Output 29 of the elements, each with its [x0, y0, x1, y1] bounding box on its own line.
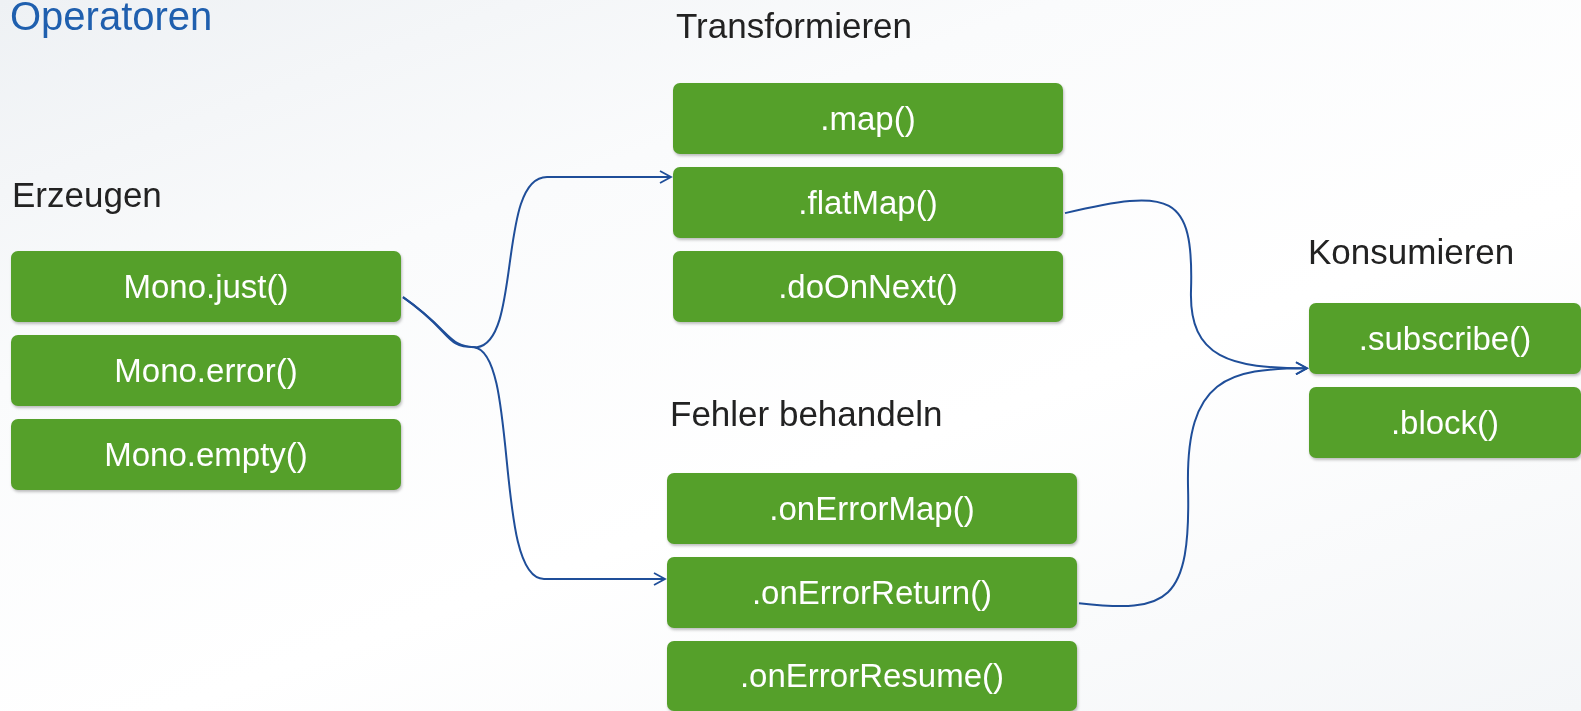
operator-name: Mono.just()	[123, 267, 289, 306]
operator-box	[11, 419, 401, 490]
group-heading: Transformieren	[676, 6, 912, 46]
operator-box	[673, 251, 1063, 322]
operator-box	[667, 557, 1077, 628]
group-heading: Fehler behandeln	[670, 394, 943, 434]
operator-box	[673, 83, 1063, 154]
operator-name: .block()	[1390, 403, 1500, 442]
curved-arrow	[402, 296, 666, 586]
operator-name: .onErrorMap()	[769, 489, 975, 528]
operator-name: Mono.empty()	[104, 435, 308, 474]
operator-box	[667, 641, 1077, 711]
operator-name: .onErrorResume()	[739, 657, 1005, 695]
operator-name: Mono.error()	[114, 351, 298, 390]
group-heading: Erzeugen	[12, 175, 162, 215]
operator-name: .map()	[820, 99, 916, 138]
operator-name: .subscribe()	[1358, 319, 1532, 358]
group-heading: Konsumieren	[1308, 232, 1515, 272]
slide-title: Operatoren	[10, 0, 213, 39]
operator-name: .flatMap()	[798, 183, 938, 222]
operator-name: .doOnNext()	[778, 267, 958, 306]
operator-name: .onErrorReturn()	[751, 573, 993, 612]
operator-box	[673, 167, 1063, 238]
operator-box	[1309, 387, 1581, 458]
curved-arrow	[1078, 361, 1308, 608]
operator-box	[11, 251, 401, 322]
operator-box	[1309, 303, 1581, 374]
operator-box	[667, 473, 1077, 544]
operator-box	[11, 335, 401, 406]
